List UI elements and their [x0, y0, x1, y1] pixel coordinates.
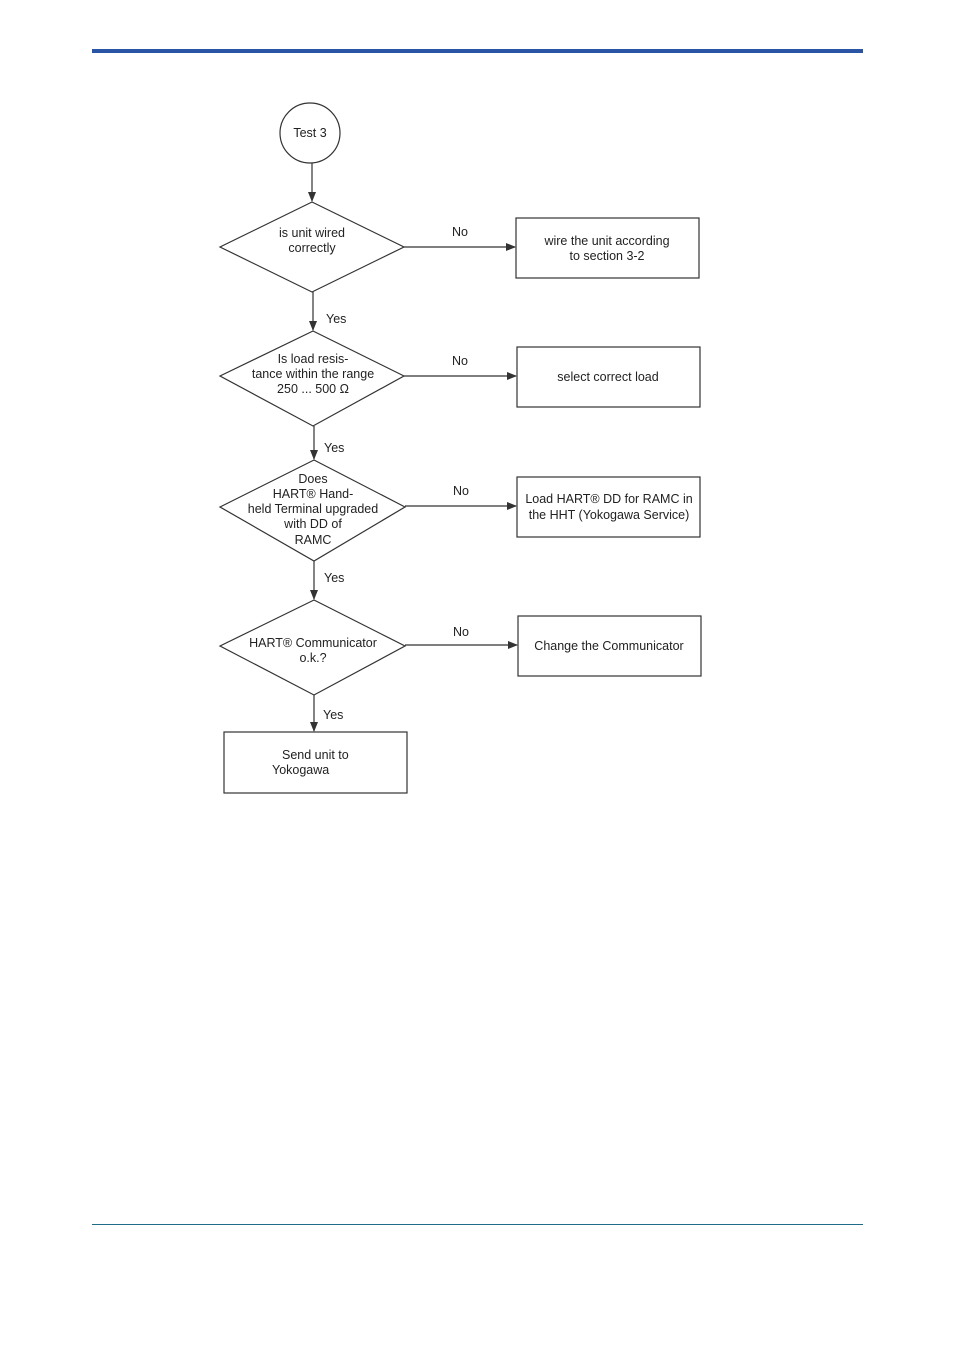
decision-2-line-1: Is load resis-	[278, 352, 349, 366]
yes-label-1: Yes	[326, 312, 346, 326]
decision-node-4: HART® Communicator o.k.?	[218, 599, 407, 696]
no-label-3: No	[453, 484, 469, 498]
decision-node-3: Does HART® Hand- held Terminal upgraded …	[218, 459, 407, 562]
decision-3-line-2: HART® Hand-	[273, 487, 354, 501]
action-box-2: select correct load	[516, 346, 701, 408]
no-label-1: No	[452, 225, 468, 239]
decision-2-line-3: 250 ... 500 Ω	[277, 382, 349, 396]
action-3-line-2: the HHT (Yokogawa Service)	[529, 508, 690, 522]
action-box-3: Load HART® DD for RAMC in the HHT (Yokog…	[516, 476, 701, 538]
end-node: Send unit to Yokogawa	[223, 731, 408, 794]
action-2-line-1: select correct load	[557, 370, 658, 384]
decision-2-line-2: tance within the range	[252, 367, 374, 381]
yes-label-2: Yes	[324, 441, 344, 455]
no-label-4: No	[453, 625, 469, 639]
start-label: Test 3	[293, 126, 326, 140]
start-node: Test 3	[279, 102, 341, 164]
header-rule	[92, 49, 863, 53]
decision-3-line-1: Does	[298, 472, 327, 486]
decision-4-line-2: o.k.?	[299, 651, 326, 665]
decision-3-line-3: held Terminal upgraded	[248, 502, 378, 516]
decision-node-2: Is load resis- tance within the range 25…	[218, 330, 406, 427]
decision-3-line-5: RAMC	[295, 533, 332, 547]
no-label-2: No	[452, 354, 468, 368]
decision-4-line-1: HART® Communicator	[249, 636, 377, 650]
decision-1-line-2: correctly	[288, 241, 336, 255]
action-4-line-1: Change the Communicator	[534, 639, 683, 653]
yes-label-4: Yes	[323, 708, 343, 722]
action-1-line-1: wire the unit according	[543, 234, 669, 248]
end-line-2: Yokogawa	[272, 763, 329, 777]
yes-label-3: Yes	[324, 571, 344, 585]
footer-rule	[92, 1224, 863, 1225]
action-3-line-1: Load HART® DD for RAMC in	[525, 492, 692, 506]
action-box-1: wire the unit according to section 3-2	[515, 217, 700, 279]
decision-3-line-4: with DD of	[283, 517, 342, 531]
action-1-line-2: to section 3-2	[569, 249, 644, 263]
decision-node-1: is unit wired correctly	[218, 201, 406, 293]
end-line-1: Send unit to	[282, 748, 349, 762]
decision-1-line-1: is unit wired	[279, 226, 345, 240]
action-box-4: Change the Communicator	[517, 615, 702, 677]
